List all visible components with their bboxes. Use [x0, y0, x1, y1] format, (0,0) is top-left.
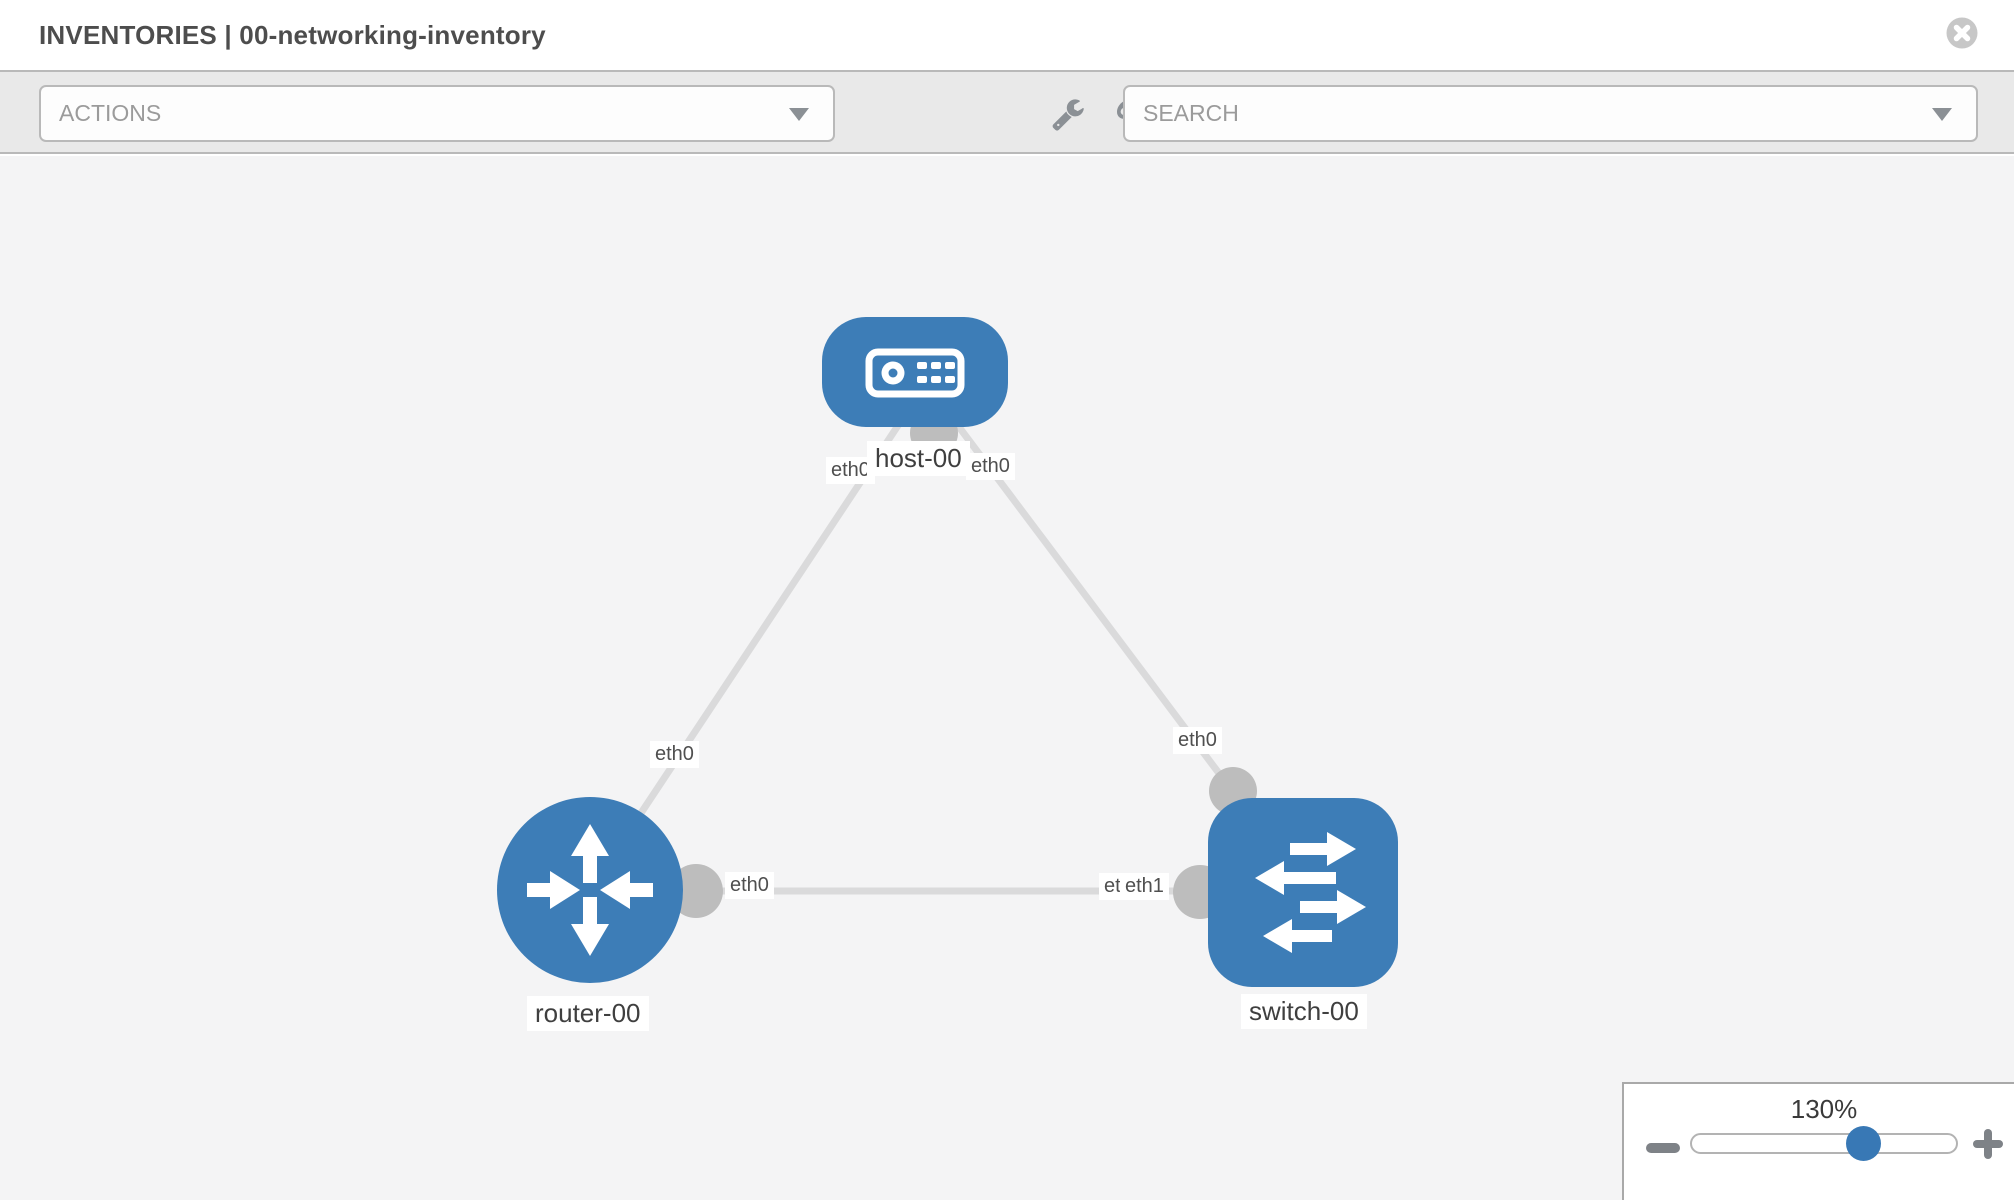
node-label-host: host-00 — [867, 441, 970, 476]
zoom-slider[interactable] — [1690, 1133, 1958, 1154]
interface-label: eth0 — [650, 741, 699, 768]
switch-arrows-icon — [1255, 832, 1366, 953]
node-host-00[interactable] — [822, 317, 1008, 427]
actions-dropdown[interactable]: ACTIONS — [39, 85, 835, 142]
toolbar: ACTIONS SEARCH — [0, 70, 2014, 154]
actions-dropdown-label: ACTIONS — [59, 100, 162, 126]
chevron-down-icon — [1932, 108, 1952, 121]
interface-label: eth1 — [1120, 873, 1169, 900]
zoom-in-button[interactable] — [1971, 1128, 2005, 1162]
chevron-down-icon — [789, 108, 809, 121]
node-switch-00[interactable] — [1208, 798, 1398, 987]
port-router-eth0 — [669, 864, 723, 918]
search-dropdown-label: SEARCH — [1143, 100, 1239, 126]
minus-icon — [1646, 1143, 1680, 1153]
link-host-router[interactable] — [587, 413, 908, 892]
wrench-icon — [1051, 99, 1085, 134]
page-header: INVENTORIES | 00-networking-inventory — [0, 0, 2014, 70]
zoom-level-label: 130% — [1790, 1094, 1858, 1124]
node-label-switch: switch-00 — [1241, 994, 1367, 1029]
zoom-slider-knob[interactable] — [1846, 1126, 1881, 1161]
node-router-00[interactable] — [497, 797, 683, 983]
node-label-router: router-00 — [527, 996, 649, 1031]
plus-icon — [1973, 1128, 2003, 1162]
router-arrows-icon — [527, 824, 653, 956]
zoom-panel: 130% — [1622, 1082, 2014, 1200]
page-title: INVENTORIES | 00-networking-inventory — [39, 20, 546, 50]
interface-label: eth0 — [966, 453, 1015, 480]
interface-label: eth0 — [725, 872, 774, 899]
close-button[interactable] — [1946, 17, 1978, 49]
close-icon — [1946, 17, 1978, 52]
search-dropdown[interactable]: SEARCH — [1123, 85, 1978, 142]
interface-label: eth0 — [826, 457, 875, 484]
configure-button[interactable] — [1051, 97, 1085, 131]
zoom-out-button[interactable] — [1646, 1134, 1682, 1156]
server-icon — [865, 348, 965, 398]
interface-label: eth0 — [1173, 727, 1222, 754]
topology-canvas[interactable]: eth0 eth0 eth0 eth0 eth0 eth0 eth1 host-… — [0, 156, 2014, 1200]
